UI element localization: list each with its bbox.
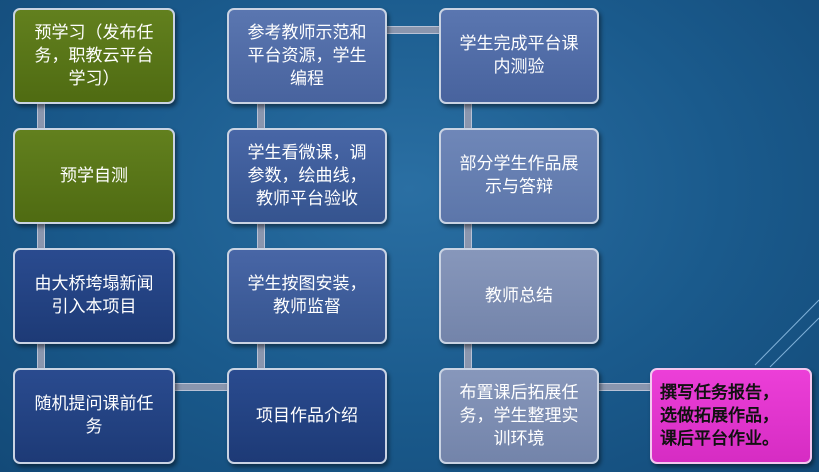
step-write-report-label: 撰写任务报告， 选做拓展作品， 课后平台作业。: [660, 382, 779, 449]
step-work-showcase-label: 部分学生作品展 示与答辩: [459, 154, 579, 197]
connector-b8-b7: [257, 340, 265, 370]
step-project-intro: 项目作品介绍: [227, 368, 387, 464]
connector-b4-b8: [172, 383, 230, 391]
step-pre-study: 预学习（发布任 务，职教云平台 学习）: [13, 8, 175, 104]
step-micro-lesson-tuning: 学生看微课，调 参数，绘曲线， 教师平台验收: [227, 128, 387, 224]
step-self-test-label: 预学自测: [60, 165, 128, 186]
step-bridge-news-intro-label: 由大桥垮塌新闻 引入本项目: [34, 274, 154, 317]
step-assembly-label: 学生按图安装， 教师监督: [247, 274, 367, 317]
connector-b2-b3: [37, 220, 45, 250]
step-random-questions-label: 随机提问课前任 务: [34, 394, 154, 437]
connector-b1-b2: [37, 100, 45, 130]
step-random-questions: 随机提问课前任 务: [13, 368, 175, 464]
connector-b7-b6: [257, 220, 265, 250]
connector-b11-b12: [464, 340, 472, 370]
step-pre-study-label: 预学习（发布任 务，职教云平台 学习）: [34, 22, 154, 89]
step-student-programming: 参考教师示范和 平台资源，学生 编程: [227, 8, 387, 104]
step-project-intro-label: 项目作品介绍: [256, 405, 358, 426]
step-micro-lesson-tuning-label: 学生看微课，调 参数，绘曲线， 教师平台验收: [247, 142, 367, 209]
step-bridge-news-intro: 由大桥垮塌新闻 引入本项目: [13, 248, 175, 344]
step-student-programming-label: 参考教师示范和 平台资源，学生 编程: [247, 22, 367, 89]
step-assembly: 学生按图安装， 教师监督: [227, 248, 387, 344]
step-teacher-summary-label: 教师总结: [485, 285, 553, 306]
connector-b10-b11: [464, 220, 472, 250]
connector-b6-b5: [257, 100, 265, 130]
connector-b12-b13: [596, 383, 654, 391]
step-assign-homework-label: 布置课后拓展任 务，学生整理实 训环境: [459, 382, 579, 449]
step-teacher-summary: 教师总结: [439, 248, 599, 344]
step-self-test: 预学自测: [13, 128, 175, 224]
connector-b3-b4: [37, 340, 45, 370]
step-write-report: 撰写任务报告， 选做拓展作品， 课后平台作业。: [650, 368, 812, 464]
step-assign-homework: 布置课后拓展任 务，学生整理实 训环境: [439, 368, 599, 464]
step-work-showcase: 部分学生作品展 示与答辩: [439, 128, 599, 224]
step-platform-quiz-label: 学生完成平台课 内测验: [459, 34, 579, 77]
connector-b9-b10: [464, 100, 472, 130]
connector-b5-b9: [384, 26, 442, 34]
step-platform-quiz: 学生完成平台课 内测验: [439, 8, 599, 104]
